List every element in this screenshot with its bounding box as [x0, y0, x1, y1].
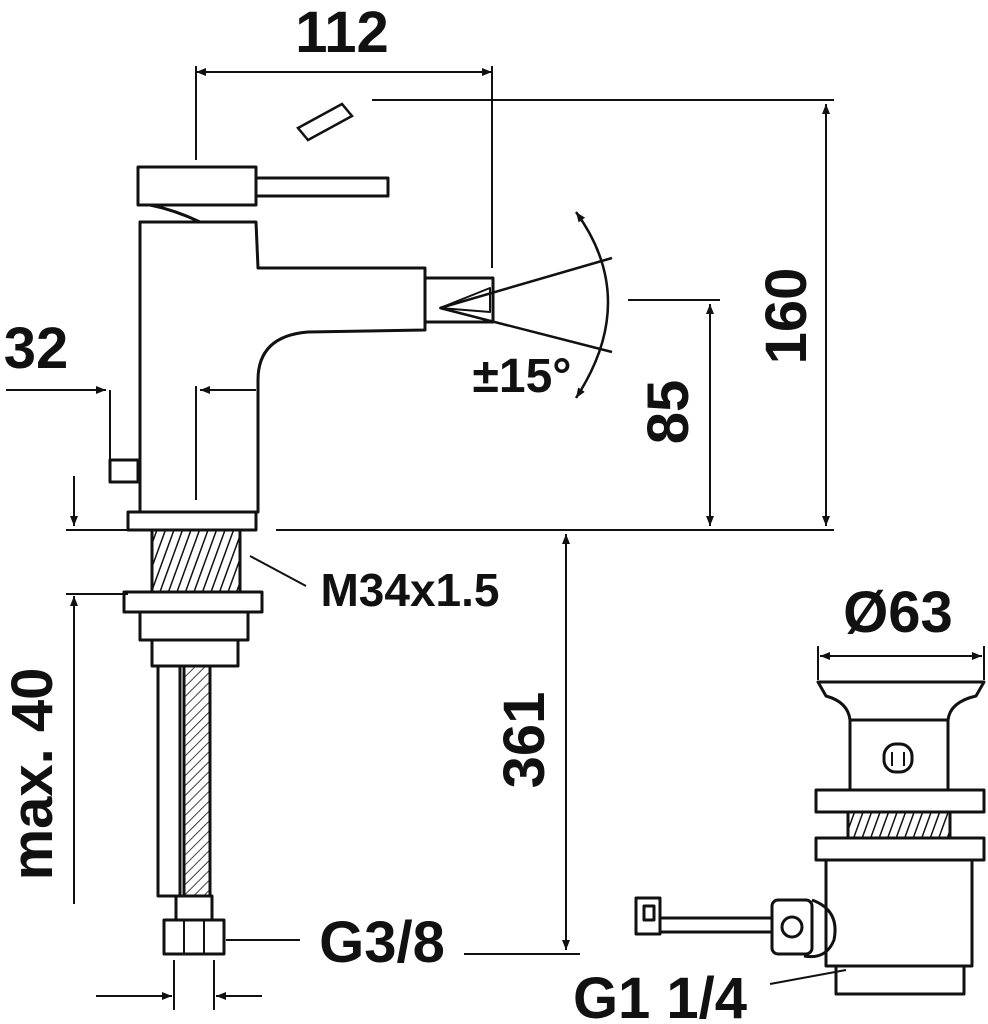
connection-label: G3/8 [319, 910, 445, 975]
overall-height-label: 160 [754, 268, 819, 365]
max-thickness-label: max. 40 [0, 668, 65, 881]
supply-pipe [156, 664, 182, 898]
nut [138, 610, 250, 642]
faucet-outline [108, 165, 495, 956]
faucet-body [138, 220, 427, 514]
nozzle [423, 276, 495, 324]
waste-slot [882, 742, 914, 774]
pop-up-waste [634, 680, 986, 996]
lever-motion-icon [296, 102, 354, 142]
handle-wedge [149, 203, 238, 224]
hose-connector [162, 918, 226, 956]
handle-cap [136, 165, 258, 207]
hose-length-label: 361 [492, 692, 557, 789]
dimension-lines [6, 66, 985, 1010]
waste-body [824, 858, 974, 968]
body-diameter-label: 32 [4, 316, 69, 381]
waste-thread [846, 810, 952, 840]
pop-up-knob [108, 458, 140, 484]
washer [122, 590, 264, 614]
lever [254, 176, 390, 198]
thread-label: M34x1.5 [320, 564, 499, 616]
waste-flange [816, 680, 986, 722]
threaded-shank [150, 528, 242, 594]
spray-angle [439, 211, 613, 399]
base-ring [126, 510, 258, 532]
width-top-label: 112 [295, 0, 389, 65]
spout-angle-label: ±15° [473, 350, 572, 403]
braided-hose [182, 664, 212, 898]
spout-height-label: 85 [636, 380, 701, 445]
waste-thread-label: G1 1/4 [573, 966, 747, 1024]
waste-diameter-label: Ø63 [843, 580, 953, 645]
